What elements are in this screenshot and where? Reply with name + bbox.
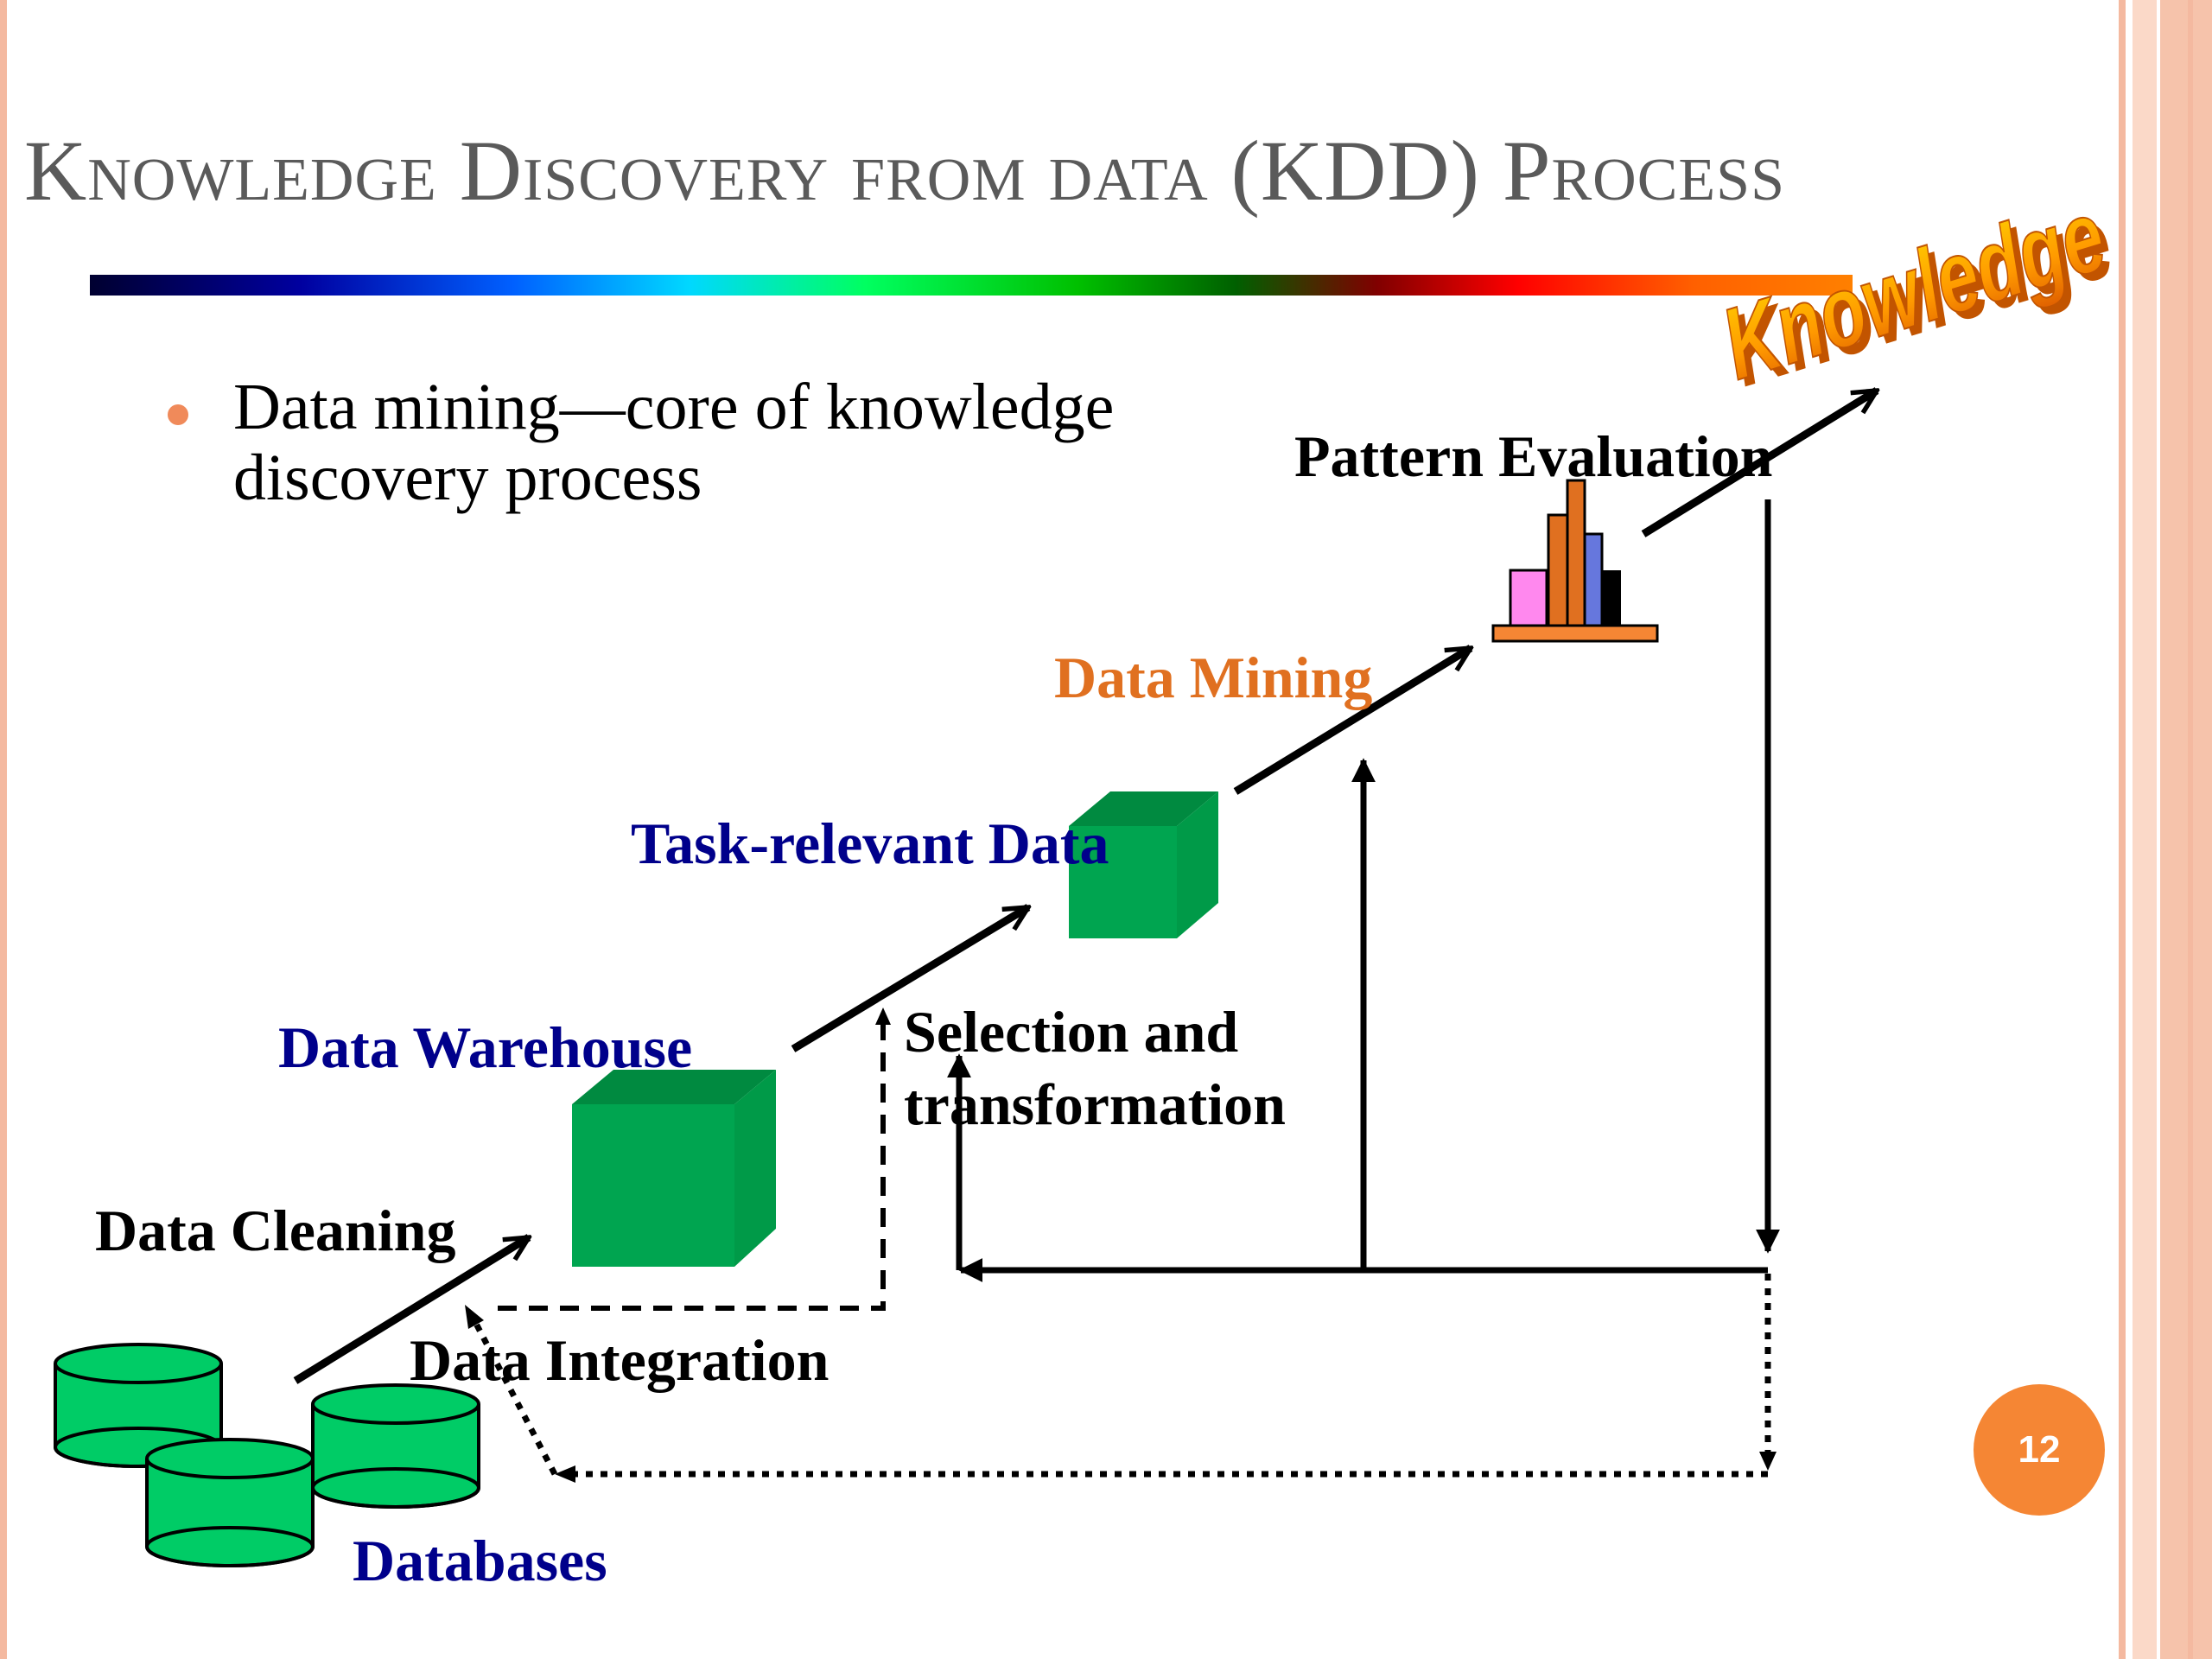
- knowledge-wordart: Knowledge Knowledge: [1709, 177, 2125, 408]
- bullet-icon: [168, 404, 188, 425]
- slide-title: Knowledge Discovery from data (KDD) Proc…: [24, 123, 1786, 219]
- arrow-icon: [1759, 1452, 1777, 1471]
- label-task-relevant-data: Task-relevant Data: [631, 810, 1109, 876]
- database-icon: [311, 1383, 480, 1509]
- arrow-icon: [875, 1007, 891, 1025]
- frame-border: [2133, 0, 2157, 1659]
- label-data-mining: Data Mining: [1054, 645, 1373, 710]
- knowledge-label: Knowledge: [1710, 177, 2118, 401]
- label-data-warehouse: Data Warehouse: [278, 1014, 693, 1080]
- frame-border: [2160, 0, 2212, 1659]
- label-databases: Databases: [353, 1528, 607, 1593]
- label-transformation: transformation: [904, 1071, 1286, 1137]
- page-number-badge: 12: [1974, 1384, 2105, 1516]
- arrow-icon: [1641, 387, 1877, 537]
- label-data-integration: Data Integration: [410, 1327, 830, 1393]
- cube-icon: [1069, 791, 1218, 938]
- frame-border: [2188, 0, 2193, 1659]
- arrow-icon: [1233, 645, 1471, 795]
- frame-border: [0, 0, 7, 1659]
- cube-icon: [572, 1070, 776, 1267]
- arrow-icon: [791, 904, 1028, 1052]
- database-icon: [145, 1438, 315, 1567]
- label-data-cleaning: Data Cleaning: [95, 1198, 456, 1263]
- arrow-icon: [465, 1305, 484, 1329]
- label-pattern-evaluation: Pattern Evaluation: [1294, 423, 1773, 489]
- bar-chart-icon: [1491, 479, 1659, 643]
- frame-border: [2119, 0, 2126, 1659]
- arrow-icon: [293, 1234, 529, 1384]
- bullet-text: Data mining—core of knowledge discovery …: [233, 371, 1115, 514]
- title-underline: [90, 275, 1853, 296]
- integration-path: [498, 1018, 886, 1311]
- arrow-icon: [555, 1465, 575, 1483]
- label-selection: Selection and: [904, 999, 1239, 1065]
